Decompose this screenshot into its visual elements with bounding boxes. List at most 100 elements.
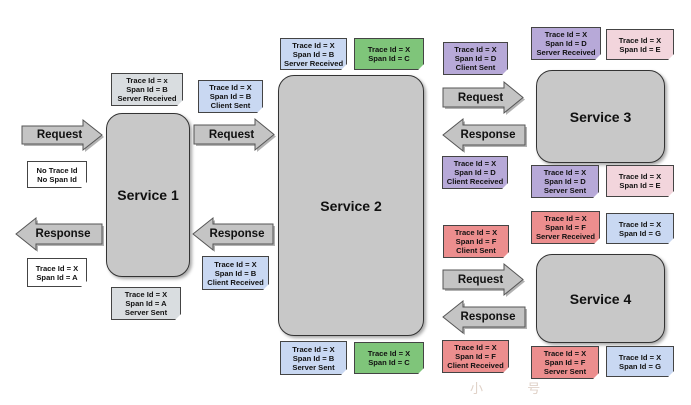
note-line: Trace Id = X bbox=[618, 352, 662, 362]
note-line: Span Id = B bbox=[292, 49, 335, 59]
note-line: Trace Id = X bbox=[292, 40, 335, 50]
service-2-label: Service 2 bbox=[320, 197, 382, 214]
service-4-label: Service 4 bbox=[569, 290, 632, 307]
note-line: Server Sent bbox=[543, 186, 587, 195]
block-arrow-shape bbox=[442, 80, 525, 115]
response-arrow-label: Response bbox=[460, 311, 516, 323]
note-line: Client Sent bbox=[455, 63, 496, 72]
note-line: Span Id = F bbox=[544, 358, 586, 367]
request-arrow-label: Request bbox=[457, 273, 504, 286]
note-line: Server Sent bbox=[124, 308, 168, 317]
note-line: Trace Id = X bbox=[454, 343, 497, 352]
note-line: Server Received bbox=[117, 94, 177, 103]
note-line: Server Sent bbox=[292, 362, 335, 372]
service-3-box: Service 3 bbox=[536, 70, 665, 163]
note-line: Span Id = F bbox=[545, 223, 586, 232]
block-arrow-shape bbox=[15, 216, 104, 252]
note-line: Server Received bbox=[536, 48, 596, 57]
note-line: Trace Id = X bbox=[618, 35, 662, 45]
note-line: Span Id = D bbox=[545, 39, 587, 48]
response-arrow-from-service-1: Response bbox=[15, 216, 104, 252]
request-arrow-to-service-1: Request bbox=[21, 118, 104, 152]
note-line: Server Received bbox=[535, 232, 596, 241]
note-line: Span Id = G bbox=[619, 228, 661, 238]
note-line: Trace Id = x bbox=[126, 76, 168, 85]
request-arrow-label: Request bbox=[36, 129, 83, 141]
request-arrow-to-service-3: Request bbox=[442, 80, 525, 115]
service-4-box: Service 4 bbox=[536, 254, 665, 343]
block-arrow-shape bbox=[442, 262, 525, 297]
request-arrow-label: Request bbox=[208, 128, 255, 141]
note-line: Span Id = B bbox=[214, 268, 257, 278]
note-line: Trace Id = X bbox=[618, 172, 662, 181]
note-line: Trace Id = X bbox=[454, 228, 498, 237]
service-3-label: Service 3 bbox=[569, 108, 632, 125]
note-line: Span Id = E bbox=[619, 44, 661, 54]
note-line: Span Id = D bbox=[454, 54, 497, 63]
note-line: Client Sent bbox=[210, 101, 251, 110]
block-arrow-body bbox=[442, 299, 526, 335]
note-line: Client Sent bbox=[456, 246, 496, 255]
note-line: Server Sent bbox=[543, 367, 587, 376]
block-arrow-body bbox=[442, 262, 524, 297]
note-line: Trace Id = X bbox=[35, 263, 79, 273]
note-line: Span Id = F bbox=[455, 237, 497, 246]
note-line: Trace Id = X bbox=[453, 159, 497, 168]
watermark: 小 号 bbox=[470, 381, 547, 396]
block-arrow-body bbox=[21, 118, 103, 152]
note-line: Span Id = D bbox=[544, 177, 586, 186]
request-arrow-to-service-4: Request bbox=[442, 262, 525, 297]
response-arrow-to-service-1: Response bbox=[192, 216, 275, 252]
block-arrow-body bbox=[442, 117, 526, 153]
note-line: Trace Id = X bbox=[209, 83, 252, 92]
note-line: Span Id = B bbox=[209, 92, 252, 101]
note-line: Span Id = E bbox=[619, 181, 661, 190]
request-arrow-to-service-2: Request bbox=[193, 117, 276, 152]
note-line: Trace Id = X bbox=[214, 259, 257, 269]
block-arrow-shape bbox=[193, 117, 276, 152]
block-arrow-body bbox=[192, 216, 274, 252]
response-arrow-from-service-3: Response bbox=[442, 117, 527, 153]
note-line: Client Received bbox=[207, 277, 264, 287]
note-line: Span Id = F bbox=[455, 352, 496, 361]
note-line: Trace Id = X bbox=[454, 45, 497, 54]
service-1-box: Service 1 bbox=[106, 113, 190, 277]
note-line: Span Id = A bbox=[36, 272, 78, 282]
note-line: Trace Id = X bbox=[292, 344, 335, 354]
note-line: Trace Id = X bbox=[544, 30, 588, 39]
note-line: Trace Id = X bbox=[124, 290, 168, 299]
note-line: Span Id = C bbox=[368, 54, 410, 63]
response-arrow-from-service-4: Response bbox=[442, 299, 527, 335]
service-1-label: Service 1 bbox=[117, 187, 179, 203]
response-arrow-label: Response bbox=[35, 228, 91, 240]
block-arrow-body bbox=[442, 80, 524, 115]
note-line: Span Id = D bbox=[454, 168, 496, 177]
note-line: Trace Id = X bbox=[543, 349, 587, 358]
note-line: Client Received bbox=[447, 361, 504, 370]
block-arrow-shape bbox=[442, 299, 527, 335]
note-line: No Span Id bbox=[37, 174, 77, 184]
block-arrow-shape bbox=[21, 118, 104, 152]
note-line: Trace Id = X bbox=[543, 168, 587, 177]
service-2-box: Service 2 bbox=[278, 75, 424, 336]
response-arrow-label: Response bbox=[209, 228, 265, 240]
request-arrow-label: Request bbox=[457, 91, 504, 104]
note-line: Trace Id = X bbox=[618, 219, 662, 229]
note-line: Client Received bbox=[446, 177, 504, 186]
